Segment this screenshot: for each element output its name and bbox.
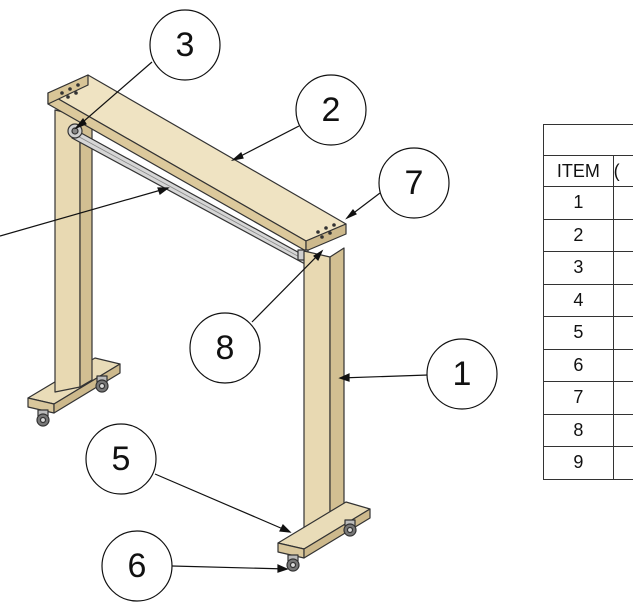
left-post-front	[54, 109, 81, 393]
top-beam-end	[305, 223, 347, 252]
right-post-side	[329, 247, 345, 538]
svg-text:2: 2	[322, 91, 341, 129]
bom-item-number: 3	[543, 251, 614, 285]
bom-row: 8	[543, 413, 633, 447]
leader-8	[251, 250, 323, 323]
bom-row: 5	[543, 316, 633, 350]
balloon-6: 6	[101, 530, 173, 602]
svg-text:8: 8	[216, 329, 235, 367]
svg-text:5: 5	[112, 440, 131, 478]
balloon-3: 3	[149, 9, 221, 81]
bom-header-clipped: (	[612, 155, 633, 187]
top-beam-leftend	[47, 74, 89, 105]
bom-row: 3	[543, 251, 633, 285]
bom-item-number: 2	[543, 218, 614, 252]
bom-header-item: ITEM	[543, 155, 614, 187]
balloons: 3 2 7 8 1 5 6	[85, 9, 498, 602]
balloon-1: 1	[426, 338, 498, 410]
bom-item-number: 6	[543, 348, 614, 382]
leader-offscreen	[0, 187, 169, 237]
svg-text:6: 6	[128, 547, 147, 585]
bom-item-number: 1	[543, 186, 614, 220]
bom-row: 2	[543, 218, 633, 252]
bom-item-number: 4	[543, 283, 614, 317]
leader-1	[339, 374, 429, 379]
leader-lines	[0, 61, 429, 573]
bom-row: 7	[543, 381, 633, 415]
bom-row: 4	[543, 283, 633, 317]
bom-title-row	[543, 124, 633, 156]
bom-row: 6	[543, 348, 633, 382]
bom-item-number: 8	[543, 413, 614, 447]
svg-text:3: 3	[176, 26, 195, 64]
bom-item-number: 5	[543, 316, 614, 350]
leader-3	[75, 61, 153, 129]
leader-2	[232, 125, 300, 161]
balloon-7: 7	[378, 147, 450, 219]
right-caster-front	[286, 554, 300, 572]
bom-item-number: 9	[543, 446, 614, 480]
right-post-front	[303, 250, 331, 538]
frame-model	[27, 74, 371, 572]
svg-text:7: 7	[405, 164, 424, 202]
balloon-8: 8	[189, 312, 261, 384]
beam-screws	[60, 83, 336, 239]
svg-text:1: 1	[453, 355, 472, 393]
leader-6	[171, 565, 288, 570]
balloon-5: 5	[85, 423, 157, 495]
bom-row: 1	[543, 186, 633, 220]
bill-of-materials-table: ITEM ( 1 2 3 4 5 6 7 8 9	[543, 124, 633, 480]
balloon-2: 2	[295, 74, 367, 146]
right-caster-back	[343, 519, 357, 537]
bom-row: 9	[543, 446, 633, 480]
left-caster-back	[95, 375, 109, 393]
left-post-side	[79, 108, 93, 388]
leader-5	[154, 473, 291, 533]
bom-header-row: ITEM (	[543, 155, 633, 187]
bom-item-number: 7	[543, 381, 614, 415]
left-caster-front	[36, 409, 50, 427]
